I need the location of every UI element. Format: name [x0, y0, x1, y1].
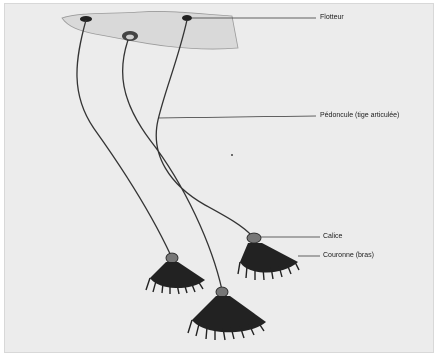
crown-3: [238, 233, 299, 280]
speck: [231, 154, 233, 156]
leader-pedoncule: [158, 116, 316, 118]
label-calice: Calice: [323, 233, 342, 240]
stalk-2: [123, 40, 222, 290]
label-pedoncule: Pédoncule (tige articulée): [320, 112, 399, 119]
crown-2: [188, 287, 266, 340]
float-node-3-inner: [126, 35, 134, 40]
label-flotteur: Flotteur: [320, 14, 344, 21]
label-couronne: Couronne (bras): [323, 252, 374, 259]
stalk-3: [156, 20, 252, 236]
crown-1: [146, 253, 205, 294]
